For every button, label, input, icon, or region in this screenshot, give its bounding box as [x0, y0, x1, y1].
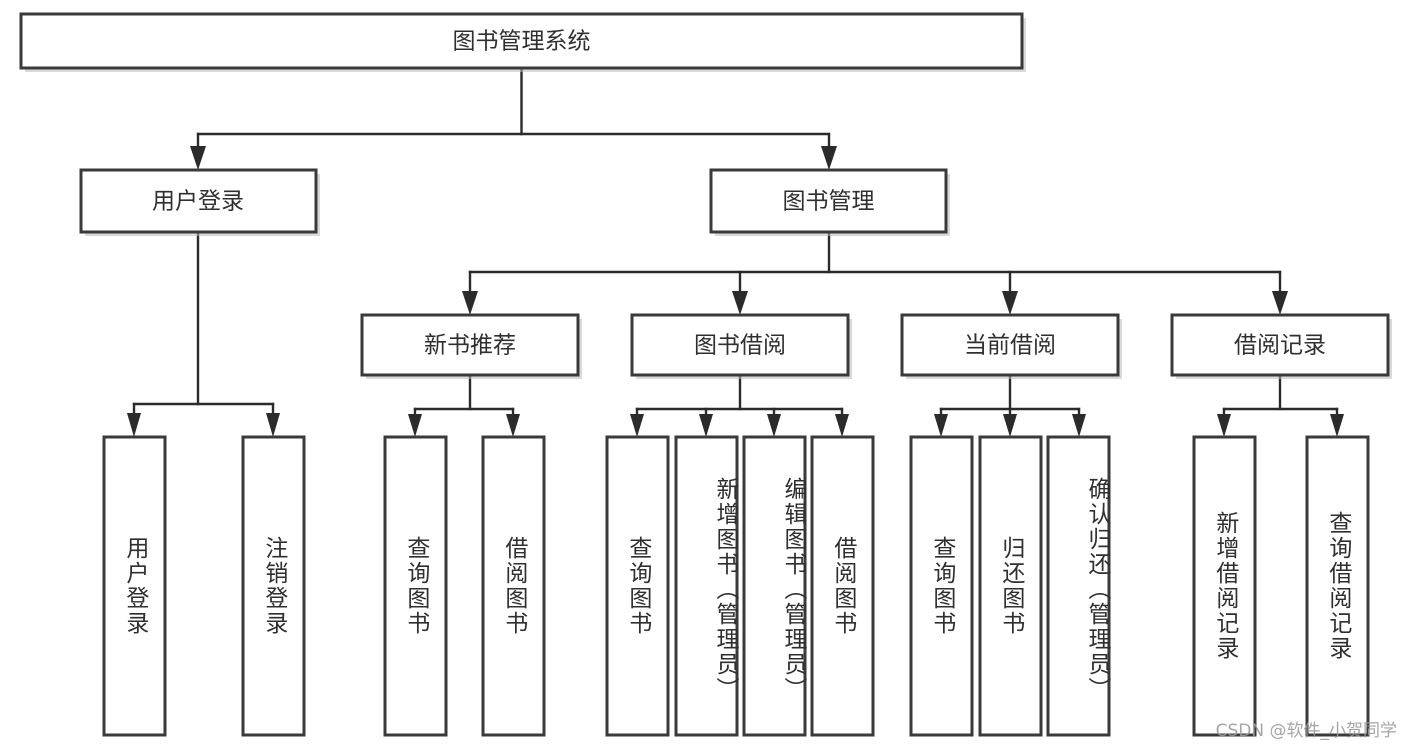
- arrow-leaf-borrow-book-1: [506, 414, 520, 437]
- node-new-book-rec[interactable]: 新书推荐: [360, 313, 582, 379]
- arrow-borrow-record: [1272, 291, 1288, 315]
- node-user-login-label: 用户登录: [152, 189, 244, 215]
- arrow-new-book-rec: [462, 291, 478, 315]
- arrow-current-borrow: [1002, 291, 1018, 315]
- node-current-borrow-label: 当前借阅: [964, 333, 1056, 359]
- arrow-book-manage: [821, 146, 837, 170]
- node-root[interactable]: 图书管理系统: [19, 12, 1026, 72]
- node-current-borrow[interactable]: 当前借阅: [900, 313, 1122, 379]
- node-leaf-confirm-return-rect[interactable]: [1046, 435, 1111, 737]
- arrow-leaf-confirm-return: [1072, 414, 1086, 437]
- edge-book-manage-to-level3: [462, 230, 1288, 315]
- node-book-manage-label: 图书管理: [783, 189, 875, 215]
- arrow-leaf-query-book-3: [934, 414, 948, 437]
- node-book-borrow-label: 图书借阅: [694, 333, 786, 359]
- edge-root-to-level2: [190, 66, 837, 170]
- edge-new-book-rec-to-leaves: [408, 373, 520, 437]
- node-book-manage[interactable]: 图书管理: [709, 168, 950, 236]
- arrow-leaf-add-record: [1217, 414, 1231, 437]
- node-current-borrow-rect[interactable]: [900, 313, 1120, 377]
- arrow-leaf-query-record: [1330, 414, 1344, 437]
- arrow-leaf-add-book: [699, 414, 713, 437]
- node-new-book-rec-label: 新书推荐: [424, 333, 516, 359]
- node-book-borrow[interactable]: 图书借阅: [630, 313, 852, 379]
- node-leaf-query-book-1-rect[interactable]: [383, 435, 448, 737]
- leaf-boxes: [102, 435, 1370, 737]
- arrow-leaf-logout: [266, 413, 280, 437]
- arrow-leaf-user-login: [127, 413, 141, 437]
- csdn-watermark: CSDN @软件_小贺同学: [1215, 721, 1397, 741]
- node-borrow-record-label: 借阅记录: [1234, 333, 1326, 359]
- arrow-leaf-borrow-book-2: [835, 414, 849, 437]
- arrow-leaf-edit-book: [767, 414, 781, 437]
- node-leaf-borrow-book-2-rect[interactable]: [810, 435, 875, 737]
- node-leaf-query-book-2-rect[interactable]: [605, 435, 670, 737]
- edge-book-borrow-to-leaves: [630, 373, 849, 437]
- node-root-rect[interactable]: [19, 12, 1024, 70]
- node-user-login[interactable]: 用户登录: [79, 168, 320, 236]
- node-leaf-query-record-rect[interactable]: [1305, 435, 1370, 737]
- node-leaf-return-book-rect[interactable]: [978, 435, 1043, 737]
- arrow-book-borrow: [732, 291, 748, 315]
- node-root-label: 图书管理系统: [453, 29, 591, 55]
- node-leaf-user-login-rect[interactable]: [102, 435, 167, 737]
- node-book-borrow-rect[interactable]: [630, 313, 850, 377]
- node-new-book-rec-rect[interactable]: [360, 313, 580, 377]
- node-book-manage-rect[interactable]: [709, 168, 948, 234]
- node-leaf-add-book-rect[interactable]: [674, 435, 739, 737]
- arrow-leaf-query-book-1: [408, 414, 422, 437]
- node-leaf-query-book-3-rect[interactable]: [909, 435, 974, 737]
- node-leaf-logout-rect[interactable]: [241, 435, 306, 737]
- edge-user-login-to-leaves: [127, 230, 280, 437]
- node-leaf-add-record-rect[interactable]: [1192, 435, 1257, 737]
- arrow-leaf-query-book-2: [630, 414, 644, 437]
- arrow-user-login: [190, 146, 206, 170]
- node-borrow-record[interactable]: 借阅记录: [1170, 313, 1392, 379]
- node-borrow-record-rect[interactable]: [1170, 313, 1390, 377]
- edge-current-borrow-to-leaves: [934, 373, 1086, 437]
- arrow-leaf-return-book: [1003, 414, 1017, 437]
- node-leaf-edit-book-rect[interactable]: [742, 435, 807, 737]
- node-user-login-rect[interactable]: [79, 168, 318, 234]
- node-leaf-borrow-book-1-rect[interactable]: [481, 435, 546, 737]
- edge-borrow-record-to-leaves: [1217, 373, 1344, 437]
